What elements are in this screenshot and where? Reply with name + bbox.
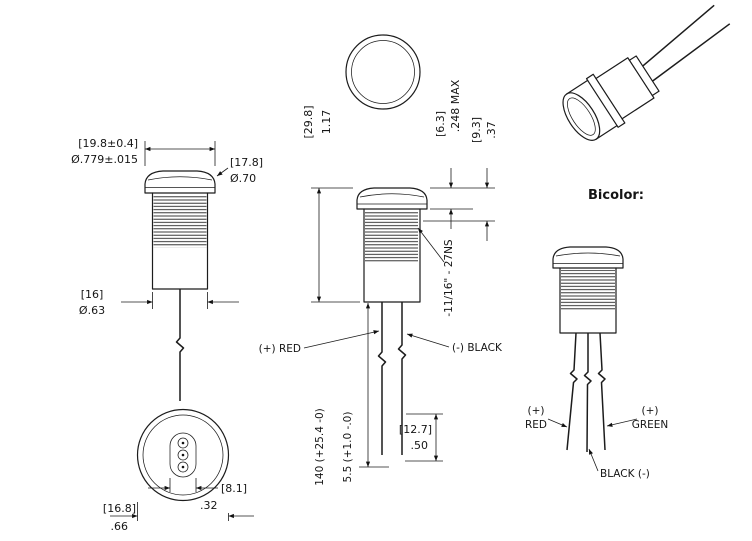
terminal-hub [169,432,197,478]
outer-circle [136,408,230,502]
dim-face-dia-mm: [17.8] [230,156,263,169]
thread-callout: -11/16" - 27NS [417,227,455,317]
dim-cap-height: [6.3] .248 MAX [430,79,495,229]
body-outline [363,208,421,303]
dim-base-diameter: [16.8] .66 [103,502,254,533]
side-view-left [144,170,216,401]
dim-wire-length-in: 5.5 (+1.0 -.0) [342,412,354,483]
dim-base-in: .66 [111,520,129,533]
dim-bezel-mm: [9.3] [470,117,483,143]
leader-line [547,418,568,428]
dim-cap-dia-in: Ø.779±.015 [71,153,138,166]
lead-wire [175,289,185,401]
dim-bezel-in: .37 [485,121,498,139]
cap-side [566,79,618,140]
dim-wire-length: 140 (+25.4 -0) 5.5 (+1.0 -.0) [314,303,389,486]
lead-wire-black [583,333,592,453]
lead-wire-green [597,332,606,451]
dim-cap-dia-mm: [19.8±0.4] [78,137,138,150]
terminal [177,437,189,449]
thread-spec-text: -11/16" - 27NS [443,239,455,317]
cap-face-inner [567,97,596,136]
bottom-view [136,408,230,502]
dim-face-diameter: [17.8] Ø.70 [216,156,263,185]
red-wire-label: RED [525,419,547,431]
cap-dome-arc [555,252,621,257]
wire-negative-label: (-) BLACK [452,342,503,354]
lead-wire-negative [397,302,407,455]
extension-line [169,478,197,492]
dim-body-dia-mm: [16] [81,288,104,301]
dim-strip-mm: [12.7] [399,423,432,436]
terminal [177,461,189,473]
dim-body-dia-in: Ø.63 [79,304,105,317]
dim-cap-height-mm: [6.3] [434,111,447,137]
thread-lines [365,211,418,263]
dim-height-in: 1.17 [320,110,333,135]
cap-dome-arc [359,193,425,198]
dim-cap-height-in: .248 MAX [449,79,462,132]
lead-wire-positive [377,302,387,455]
dim-strip-length: [12.7] .50 [399,413,443,462]
leader-line [588,448,599,472]
dim-height-mm: [29.8] [302,105,315,138]
body-outline [595,57,655,120]
cap-outline [144,170,216,194]
leader-line [417,227,445,263]
dim-bezel-height: [9.3] .37 [423,117,498,241]
thread-lines [561,270,615,310]
leader-line [406,333,450,348]
dim-cap-diameter: [19.8±0.4] Ø.779±.015 [71,137,216,166]
wire-positive-label: (+) RED [259,343,301,355]
extension-line [405,413,443,462]
extension-line [430,187,495,210]
lead-wire [652,23,731,82]
leader-line [216,167,229,177]
dim-body-diameter: [16] Ø.63 [79,288,239,317]
dim-overall-height: [29.8] 1.17 [302,105,360,303]
dim-hub-width: [8.1] .32 [148,478,247,512]
red-sign-label: (+) [528,405,545,417]
black-wire-label: BLACK (-) [600,468,650,480]
lead-wire-red [566,332,578,451]
top-view-circle [345,34,421,110]
front-view [356,187,428,455]
cap-dome-arc [147,176,213,181]
green-sign-label: (+) [642,405,659,417]
dim-base-mm: [16.8] [103,502,136,515]
dim-wire-length-mm: 140 (+25.4 -0) [314,408,326,486]
cap-outline [552,246,624,269]
threaded-body [595,57,655,120]
inner-circle [142,414,224,496]
extension-line [144,141,216,166]
terminal-pin [181,453,185,457]
cap-outline [356,187,428,210]
dim-face-dia-in: Ø.70 [230,172,256,185]
leader-line [606,418,638,427]
extension-line [311,187,360,303]
lead-wire [642,4,715,67]
green-wire-label: GREEN [632,419,669,431]
terminal [177,449,189,461]
dim-hub-in: .32 [200,499,218,512]
dim-strip-in: .50 [411,439,429,452]
rear-collar [628,55,660,97]
wire-labels: (+) RED (-) BLACK [259,330,503,355]
terminal-pin [181,465,185,469]
bicolor-heading: Bicolor: [588,188,644,203]
terminal-pin [181,441,185,445]
bezel-ring [585,73,626,128]
cap-inner-circle [351,40,415,104]
dim-hub-mm: [8.1] [221,482,247,495]
thread-lines [153,195,207,248]
perspective-view [562,4,731,141]
bicolor-view: Bicolor: (+) RED (+) GREEN BLACK (-) [525,188,668,480]
cap-outer-circle [345,34,421,110]
